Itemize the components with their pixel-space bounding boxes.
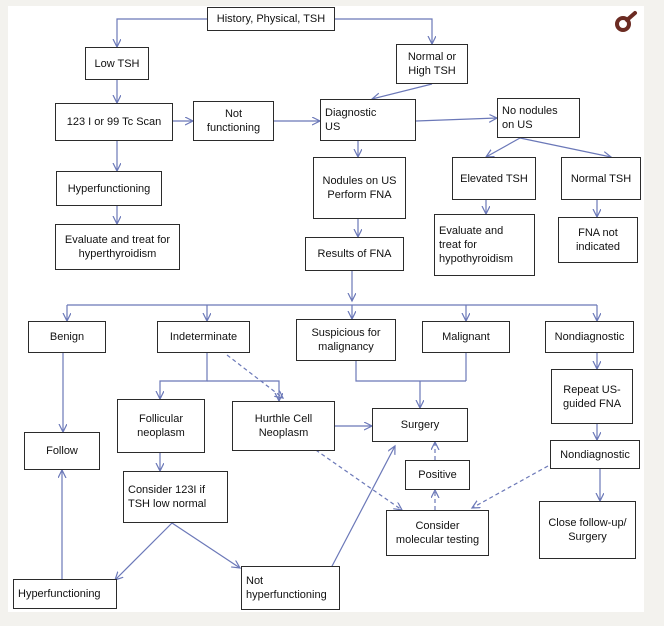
node-scan: 123 I or 99 Tc Scan xyxy=(55,103,173,141)
edge-diagnostic-us-to-no-nodules xyxy=(415,118,497,121)
node-hyperfunctioning-top: Hyperfunctioning xyxy=(56,171,162,206)
node-nodules-fna: Nodules on US Perform FNA xyxy=(313,157,406,219)
node-elevated-tsh: Elevated TSH xyxy=(452,157,536,200)
edge-dashed-indeterminate-to-hurthle xyxy=(226,354,283,398)
edge-suspicious-to-surgery-join xyxy=(355,361,466,382)
edge-dashed-to-molecular-left xyxy=(309,445,402,510)
node-diagnostic-us: Diagnostic US xyxy=(320,99,416,141)
edge-no-nodules-to-elevated-tsh xyxy=(486,137,521,157)
node-fna-not-indicated: FNA not indicated xyxy=(558,217,638,263)
node-evaluate-hypothyroidism: Evaluate and treat for hypothyroidism xyxy=(434,214,535,276)
node-suspicious: Suspicious for malignancy xyxy=(296,319,396,361)
node-follicular-neoplasm: Follicular neoplasm xyxy=(117,399,205,453)
node-results-of-fna: Results of FNA xyxy=(305,237,404,271)
node-history-physical-tsh: History, Physical, TSH xyxy=(207,7,335,31)
edge-history-to-normal-high-tsh xyxy=(335,18,432,44)
node-hyperfunctioning-bottom: Hyperfunctioning xyxy=(13,579,117,609)
node-positive: Positive xyxy=(405,460,470,490)
edge-dashed-nondiagnostic-to-molecular xyxy=(472,465,549,508)
magnifier-logo-icon xyxy=(610,8,642,36)
node-consider-123i: Consider 123I if TSH low normal xyxy=(123,471,228,523)
node-normal-tsh: Normal TSH xyxy=(561,157,641,200)
node-not-hyperfunctioning: Not hyperfunctioning xyxy=(241,566,340,610)
edge-no-nodules-to-normal-tsh xyxy=(519,137,611,157)
node-not-functioning: Not functioning xyxy=(193,101,274,141)
edge-consider-to-hyperfunctioning xyxy=(115,522,173,580)
node-normal-high-tsh: Normal or High TSH xyxy=(396,44,468,84)
node-no-nodules: No nodules on US xyxy=(497,98,580,138)
edge-indeterminate-to-follicular xyxy=(160,353,208,399)
node-close-follow-up-surgery: Close follow-up/ Surgery xyxy=(539,501,636,559)
node-surgery: Surgery xyxy=(372,408,468,442)
node-hurthle-cell-neoplasm: Hurthle Cell Neoplasm xyxy=(232,401,335,451)
node-consider-molecular-testing: Consider molecular testing xyxy=(386,510,489,556)
edge-history-to-low-tsh xyxy=(117,18,207,47)
node-low-tsh: Low TSH xyxy=(85,47,149,80)
edge-indeterminate-to-hurthle xyxy=(207,380,279,401)
node-repeat-us-guided-fna: Repeat US- guided FNA xyxy=(551,369,633,424)
edge-normal-high-to-diagnostic-us xyxy=(372,83,433,99)
edge-not-hyper-to-surgery xyxy=(329,446,395,571)
node-follow: Follow xyxy=(24,432,100,470)
node-nondiagnostic-bottom: Nondiagnostic xyxy=(550,440,640,469)
node-evaluate-hyperthyroidism: Evaluate and treat for hyperthyroidism xyxy=(55,224,180,270)
node-benign: Benign xyxy=(28,321,106,353)
node-malignant: Malignant xyxy=(422,321,510,353)
node-indeterminate: Indeterminate xyxy=(157,321,250,353)
node-nondiagnostic-top: Nondiagnostic xyxy=(545,321,634,353)
edge-consider-to-not-hyper xyxy=(171,522,240,568)
